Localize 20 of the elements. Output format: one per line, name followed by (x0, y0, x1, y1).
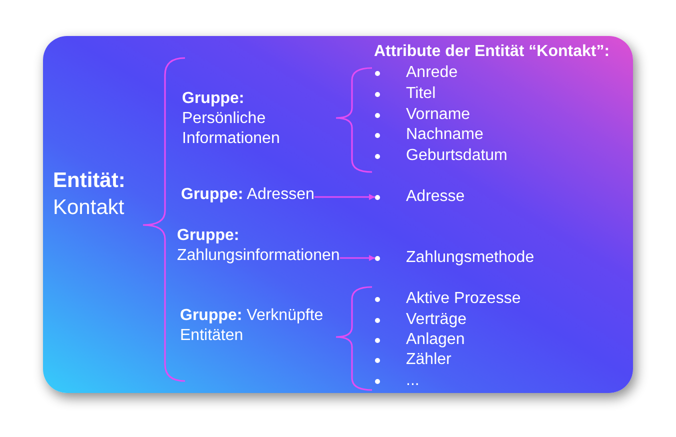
attribute-text: Titel (406, 84, 436, 104)
attribute-text: Anrede (406, 63, 458, 83)
group-label: Gruppe: Verknüpfte Entitäten (180, 306, 324, 346)
group-label: Gruppe: Zahlungsinformationen (177, 226, 340, 266)
attribute-text: Aktive Prozesse (406, 289, 521, 309)
attribute-text: Nachname (406, 125, 484, 145)
arrow (340, 255, 375, 261)
attribute-text: Zähler (406, 350, 452, 370)
attribute-text: Adresse (406, 187, 465, 207)
attribute-text: Geburtsdatum (406, 146, 508, 166)
entity-label: Entität: Kontakt (53, 168, 126, 221)
group-label: Gruppe: Adressen (181, 185, 314, 205)
attribute-text: Zahlungsmethode (406, 248, 534, 268)
group-label: Gruppe: Persönliche Informationen (182, 89, 280, 149)
attribute-text: Verträge (406, 310, 466, 330)
attribute-text: ... (406, 371, 420, 391)
column-heading: Attribute der Entität “Kontakt”: (374, 43, 610, 61)
arrow (314, 194, 375, 200)
attribute-text: Vorname (406, 105, 470, 125)
attribute-text: Anlagen (406, 330, 465, 350)
